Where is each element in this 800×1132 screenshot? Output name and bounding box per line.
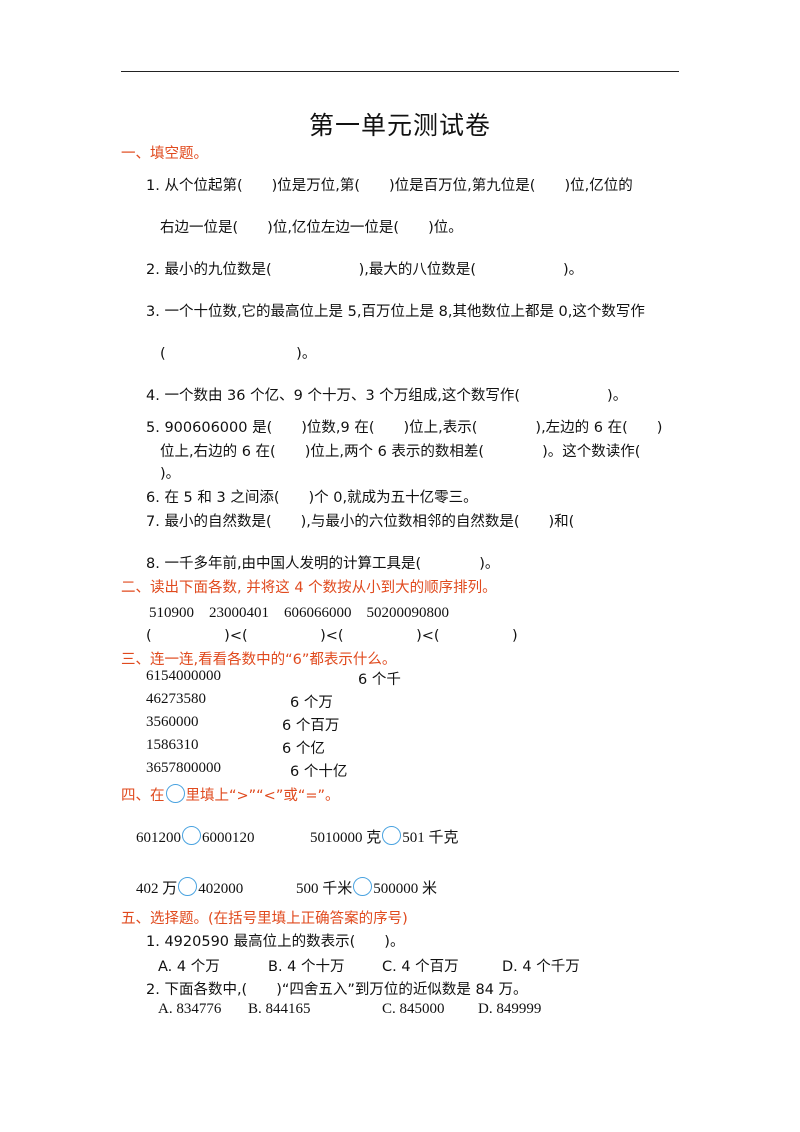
- compare-item-3: 402 万 402000: [136, 877, 243, 898]
- question-3-line-2: ( )。: [160, 346, 317, 362]
- section-4-heading: 四、在 里填上“>”“<”或“=”。: [121, 784, 340, 805]
- compare-item-1: 601200 6000120: [136, 826, 255, 847]
- choice-question-1: 1. 4920590 最高位上的数表示( )。: [146, 934, 405, 950]
- choice-option: B. 844165: [248, 1001, 311, 1017]
- match-left-item: 3657800000: [146, 760, 221, 776]
- question-3-line-1: 3. 一个十位数,它的最高位上是 5,百万位上是 8,其他数位上都是 0,这个数…: [146, 304, 645, 320]
- match-right-item: 6 个百万: [282, 718, 340, 734]
- choice-option: D. 849999: [478, 1001, 542, 1017]
- compare-left: 601200: [136, 830, 181, 846]
- question-7: 7. 最小的自然数是( ),与最小的六位数相邻的自然数是( )和(: [146, 514, 575, 530]
- section-1-heading: 一、填空题。: [121, 146, 208, 162]
- section-3-heading: 三、连一连,看看各数中的“6”都表示什么。: [121, 652, 397, 668]
- question-2: 2. 最小的九位数是( ),最大的八位数是( )。: [146, 262, 584, 278]
- compare-circle-blank[interactable]: [353, 877, 373, 896]
- choice-option: A. 834776: [158, 1001, 222, 1017]
- match-right-item: 6 个千: [358, 672, 401, 688]
- question-4: 4. 一个数由 36 个亿、9 个十万、3 个万组成,这个数写作( )。: [146, 388, 628, 404]
- match-right-item: 6 个万: [290, 695, 333, 711]
- question-8: 8. 一千多年前,由中国人发明的计算工具是( )。: [146, 556, 500, 572]
- question-1-line-1: 1. 从个位起第( )位是万位,第( )位是百万位,第九位是( )位,亿位的: [146, 178, 633, 194]
- match-left-item: 6154000000: [146, 668, 221, 684]
- section-4-heading-pre: 四、在: [121, 788, 165, 804]
- compare-left: 5010000 克: [310, 830, 382, 846]
- match-right-item: 6 个亿: [282, 741, 325, 757]
- question-1-line-2: 右边一位是( )位,亿位左边一位是( )位。: [160, 220, 463, 236]
- question-5-line-3: )。: [160, 466, 181, 482]
- page-title: 第一单元测试卷: [308, 111, 491, 140]
- section-2-heading: 二、读出下面各数, 并将这 4 个数按从小到大的顺序排列。: [121, 580, 497, 596]
- compare-circle-blank[interactable]: [382, 826, 402, 845]
- section-2-numbers: 510900 23000401 606066000 50200090800: [149, 605, 450, 621]
- question-5-line-1: 5. 900606000 是( )位数,9 在( )位上,表示( ),左边的 6…: [146, 420, 663, 436]
- compare-right: 500000 米: [373, 881, 438, 897]
- compare-left: 500 千米: [296, 881, 353, 897]
- section-4-heading-post: 里填上“>”“<”或“=”。: [185, 788, 340, 804]
- choice-option: D. 4 个千万: [502, 959, 580, 975]
- compare-item-4: 500 千米 500000 米: [296, 877, 437, 898]
- section-2-order-blanks: ( )<( )<( )<( ): [146, 628, 518, 644]
- match-left-item: 1586310: [146, 737, 199, 753]
- section-5-heading: 五、选择题。(在括号里填上正确答案的序号): [121, 911, 408, 927]
- question-6: 6. 在 5 和 3 之间添( )个 0,就成为五十亿零三。: [146, 490, 478, 506]
- compare-circle-blank[interactable]: [182, 826, 201, 845]
- choice-option: B. 4 个十万: [268, 959, 345, 975]
- circle-blank-icon: [165, 784, 185, 803]
- compare-right: 402000: [198, 881, 244, 897]
- match-right-item: 6 个十亿: [290, 764, 348, 780]
- compare-right: 501 千克: [402, 830, 459, 846]
- compare-right: 6000120: [202, 830, 255, 846]
- choice-question-2: 2. 下面各数中,( )“四舍五入”到万位的近似数是 84 万。: [146, 982, 528, 998]
- match-left-item: 3560000: [146, 714, 199, 730]
- compare-left: 402 万: [136, 881, 178, 897]
- match-left-item: 46273580: [146, 691, 206, 707]
- compare-circle-blank[interactable]: [178, 877, 198, 896]
- top-rule: [121, 71, 679, 72]
- choice-option: A. 4 个万: [158, 959, 220, 975]
- choice-option: C. 4 个百万: [382, 959, 459, 975]
- choice-option: C. 845000: [382, 1001, 445, 1017]
- question-5-line-2: 位上,右边的 6 在( )位上,两个 6 表示的数相差( )。这个数读作(: [160, 444, 641, 460]
- compare-item-2: 5010000 克 501 千克: [310, 826, 459, 847]
